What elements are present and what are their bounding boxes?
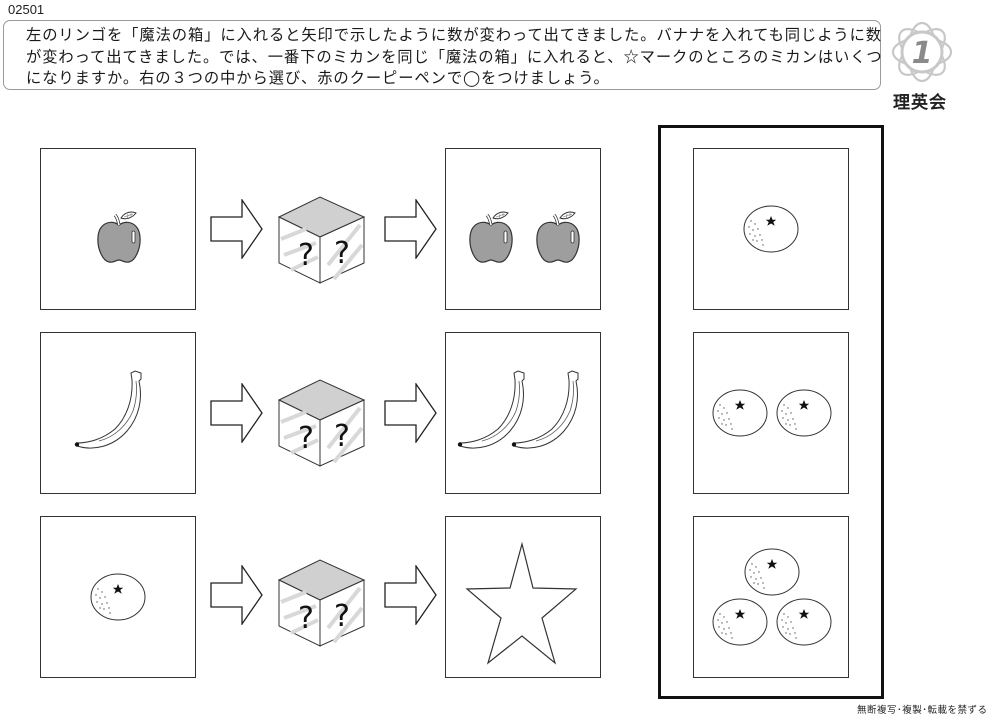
mikan-icon [712, 389, 768, 437]
input-card-banana [40, 332, 196, 494]
input-card-apple [40, 148, 196, 310]
right-arrow-icon [384, 199, 437, 259]
right-arrow-icon [210, 383, 263, 443]
output-card-apples [445, 148, 601, 310]
apple-icon [96, 210, 142, 264]
right-arrow-icon [210, 199, 263, 259]
magic-box-icon [277, 195, 366, 285]
answer-choice-1[interactable] [693, 148, 849, 310]
answer-panel [658, 125, 884, 699]
number-badge-icon: 1 [886, 18, 958, 86]
copyright-notice: 無断複写･複製･転載を禁ずる [857, 705, 988, 716]
answer-choice-2[interactable] [693, 332, 849, 494]
question-box: 左のリンゴを「魔法の箱」に入れると矢印で示したように数が変わって出てきました。バ… [3, 20, 883, 90]
question-line-2: が変わって出てきました。では、一番下のミカンを同じ「魔法の箱」に入れると、☆マー… [26, 47, 883, 66]
mikan-icon [712, 598, 768, 646]
document-id: 02501 [8, 2, 45, 17]
output-card-star [445, 516, 601, 678]
mikan-icon [776, 598, 832, 646]
right-arrow-icon [210, 565, 263, 625]
banana-icon [74, 370, 142, 449]
banana-icon [457, 370, 525, 449]
svg-text:1: 1 [912, 36, 933, 71]
question-line-3: になりますか。右の３つの中から選び、赤のクーピーペンで◯をつけましょう。 [26, 69, 610, 87]
output-card-bananas [445, 332, 601, 494]
mikan-icon [776, 389, 832, 437]
right-arrow-icon [384, 383, 437, 443]
mikan-icon [90, 573, 146, 621]
answer-choice-3[interactable] [693, 516, 849, 678]
star-outline-icon [465, 541, 578, 665]
question-line-1: 左のリンゴを「魔法の箱」に入れると矢印で示したように数が変わって出てきました。バ… [26, 26, 882, 44]
apple-icon [468, 210, 514, 264]
apple-icon [535, 210, 581, 264]
mikan-icon [744, 548, 800, 596]
magic-box-icon [277, 558, 366, 648]
right-arrow-icon [384, 565, 437, 625]
magic-box-icon [277, 378, 366, 468]
publisher-name: 理英会 [893, 93, 947, 113]
input-card-mikan [40, 516, 196, 678]
mikan-icon [743, 205, 799, 253]
